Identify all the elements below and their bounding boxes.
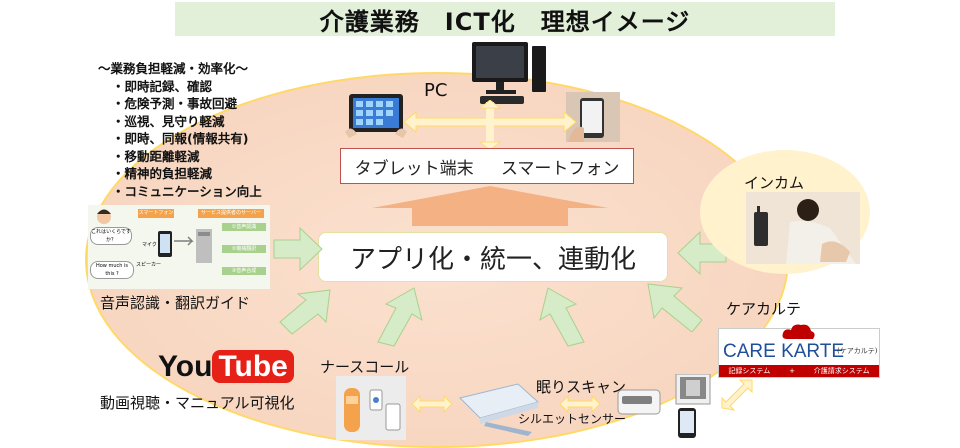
sleep-silhouette-arrow xyxy=(559,394,601,414)
benefit-item: ・コミュニケーション向上 xyxy=(112,183,262,199)
care-karte-logo: CARE KARTE (ケアカルテ) 記録システム + 介護請求システム xyxy=(718,324,880,378)
green-arrow-left xyxy=(273,226,323,272)
step1-label: ①音声認識 xyxy=(222,223,266,231)
benefit-item: ・即時、同報(情報共有) xyxy=(112,131,249,146)
cloud-icon xyxy=(782,324,815,339)
benefit-item: ・移動距離軽減 xyxy=(112,148,200,164)
care-karte-left: 記録システム xyxy=(728,367,771,375)
nurse-call-label: ナースコール xyxy=(320,358,410,376)
benefits-heading: ～業務負担軽減・効率化～ xyxy=(98,61,249,76)
green-arrow-nurse-call xyxy=(377,287,423,347)
incam-label: インカム xyxy=(744,174,805,192)
care-karte-label: ケアカルテ xyxy=(726,300,802,318)
page-title: 介護業務 ICT化 理想イメージ xyxy=(175,2,835,36)
mic-label: マイク xyxy=(142,242,157,248)
care-karte-right: 介護請求システム xyxy=(813,367,870,375)
benefit-item: ・巡視、見守り軽減 xyxy=(112,113,225,129)
person-icon xyxy=(97,209,111,224)
silhouette-karte-arrow xyxy=(721,379,753,411)
smartphone-label: スマートフォン xyxy=(500,158,620,179)
benefit-item: ・精神的負担軽減 xyxy=(112,166,213,181)
pc-label: PC xyxy=(424,80,448,101)
voice-guide-label: 音声認識・翻訳ガイド xyxy=(100,294,251,312)
green-arrow-care-karte xyxy=(647,283,703,332)
question-jp-bubble: これはいくらですか？ xyxy=(90,227,132,245)
benefits-list: ～業務負担軽減・効率化～ ・即時記録、確認 ・危険予測・事故回避 ・巡視、見守り… xyxy=(98,60,262,200)
question-en-bubble: How much is this ? xyxy=(90,261,134,279)
benefit-item: ・危険予測・事故回避 xyxy=(112,96,238,111)
phone-server-icon xyxy=(158,229,212,263)
green-arrow-sleep-scan xyxy=(539,287,585,347)
green-arrow-incam xyxy=(677,230,727,276)
slide-tag-smartphone: スマートフォン xyxy=(138,209,174,218)
step3-label: ③音声合成 xyxy=(222,267,266,275)
sync-arrows xyxy=(403,100,577,150)
youtube-logo-you: You xyxy=(158,350,213,383)
nurse-sleep-arrow xyxy=(411,394,453,414)
tablet-smartphone-box: タブレット端末 スマートフォン xyxy=(340,148,634,184)
sleep-scan-label: 眠りスキャン xyxy=(536,378,627,396)
care-karte-bar: 記録システム + 介護請求システム xyxy=(719,365,879,377)
youtube-logo-tube: Tube xyxy=(212,350,294,383)
tablet-icon xyxy=(345,94,407,138)
sleep-scan-device xyxy=(459,383,540,436)
incam-photo xyxy=(746,192,860,264)
care-karte-plus: + xyxy=(789,367,795,375)
voice-guide-slide: スマートフォン サービス提供者のサーバー これはいくらですか？ How much… xyxy=(88,205,270,289)
silhouette-sensor-device xyxy=(617,374,711,438)
tablet-label: タブレット端末 xyxy=(354,158,474,179)
smartphone-icon xyxy=(566,92,620,142)
step2-label: ②機械翻訳 xyxy=(222,245,266,253)
care-karte-title: CARE KARTE xyxy=(723,341,845,362)
care-karte-sub: (ケアカルテ) xyxy=(837,347,878,355)
orange-up-arrow xyxy=(372,186,608,226)
pc-icon xyxy=(472,42,546,104)
silhouette-sensor-label: シルエットセンサー xyxy=(518,412,627,426)
nurse-call-photo xyxy=(336,376,406,440)
video-label: 動画視聴・マニュアル可視化 xyxy=(100,394,295,412)
speaker-label: スピーカー xyxy=(136,262,162,268)
benefit-item: ・即時記録、確認 xyxy=(112,78,213,94)
green-arrow-lower-left xyxy=(279,289,331,335)
slide-tag-server: サービス提供者のサーバー xyxy=(198,209,264,218)
center-app-box: アプリ化・統一、連動化 xyxy=(318,232,668,282)
